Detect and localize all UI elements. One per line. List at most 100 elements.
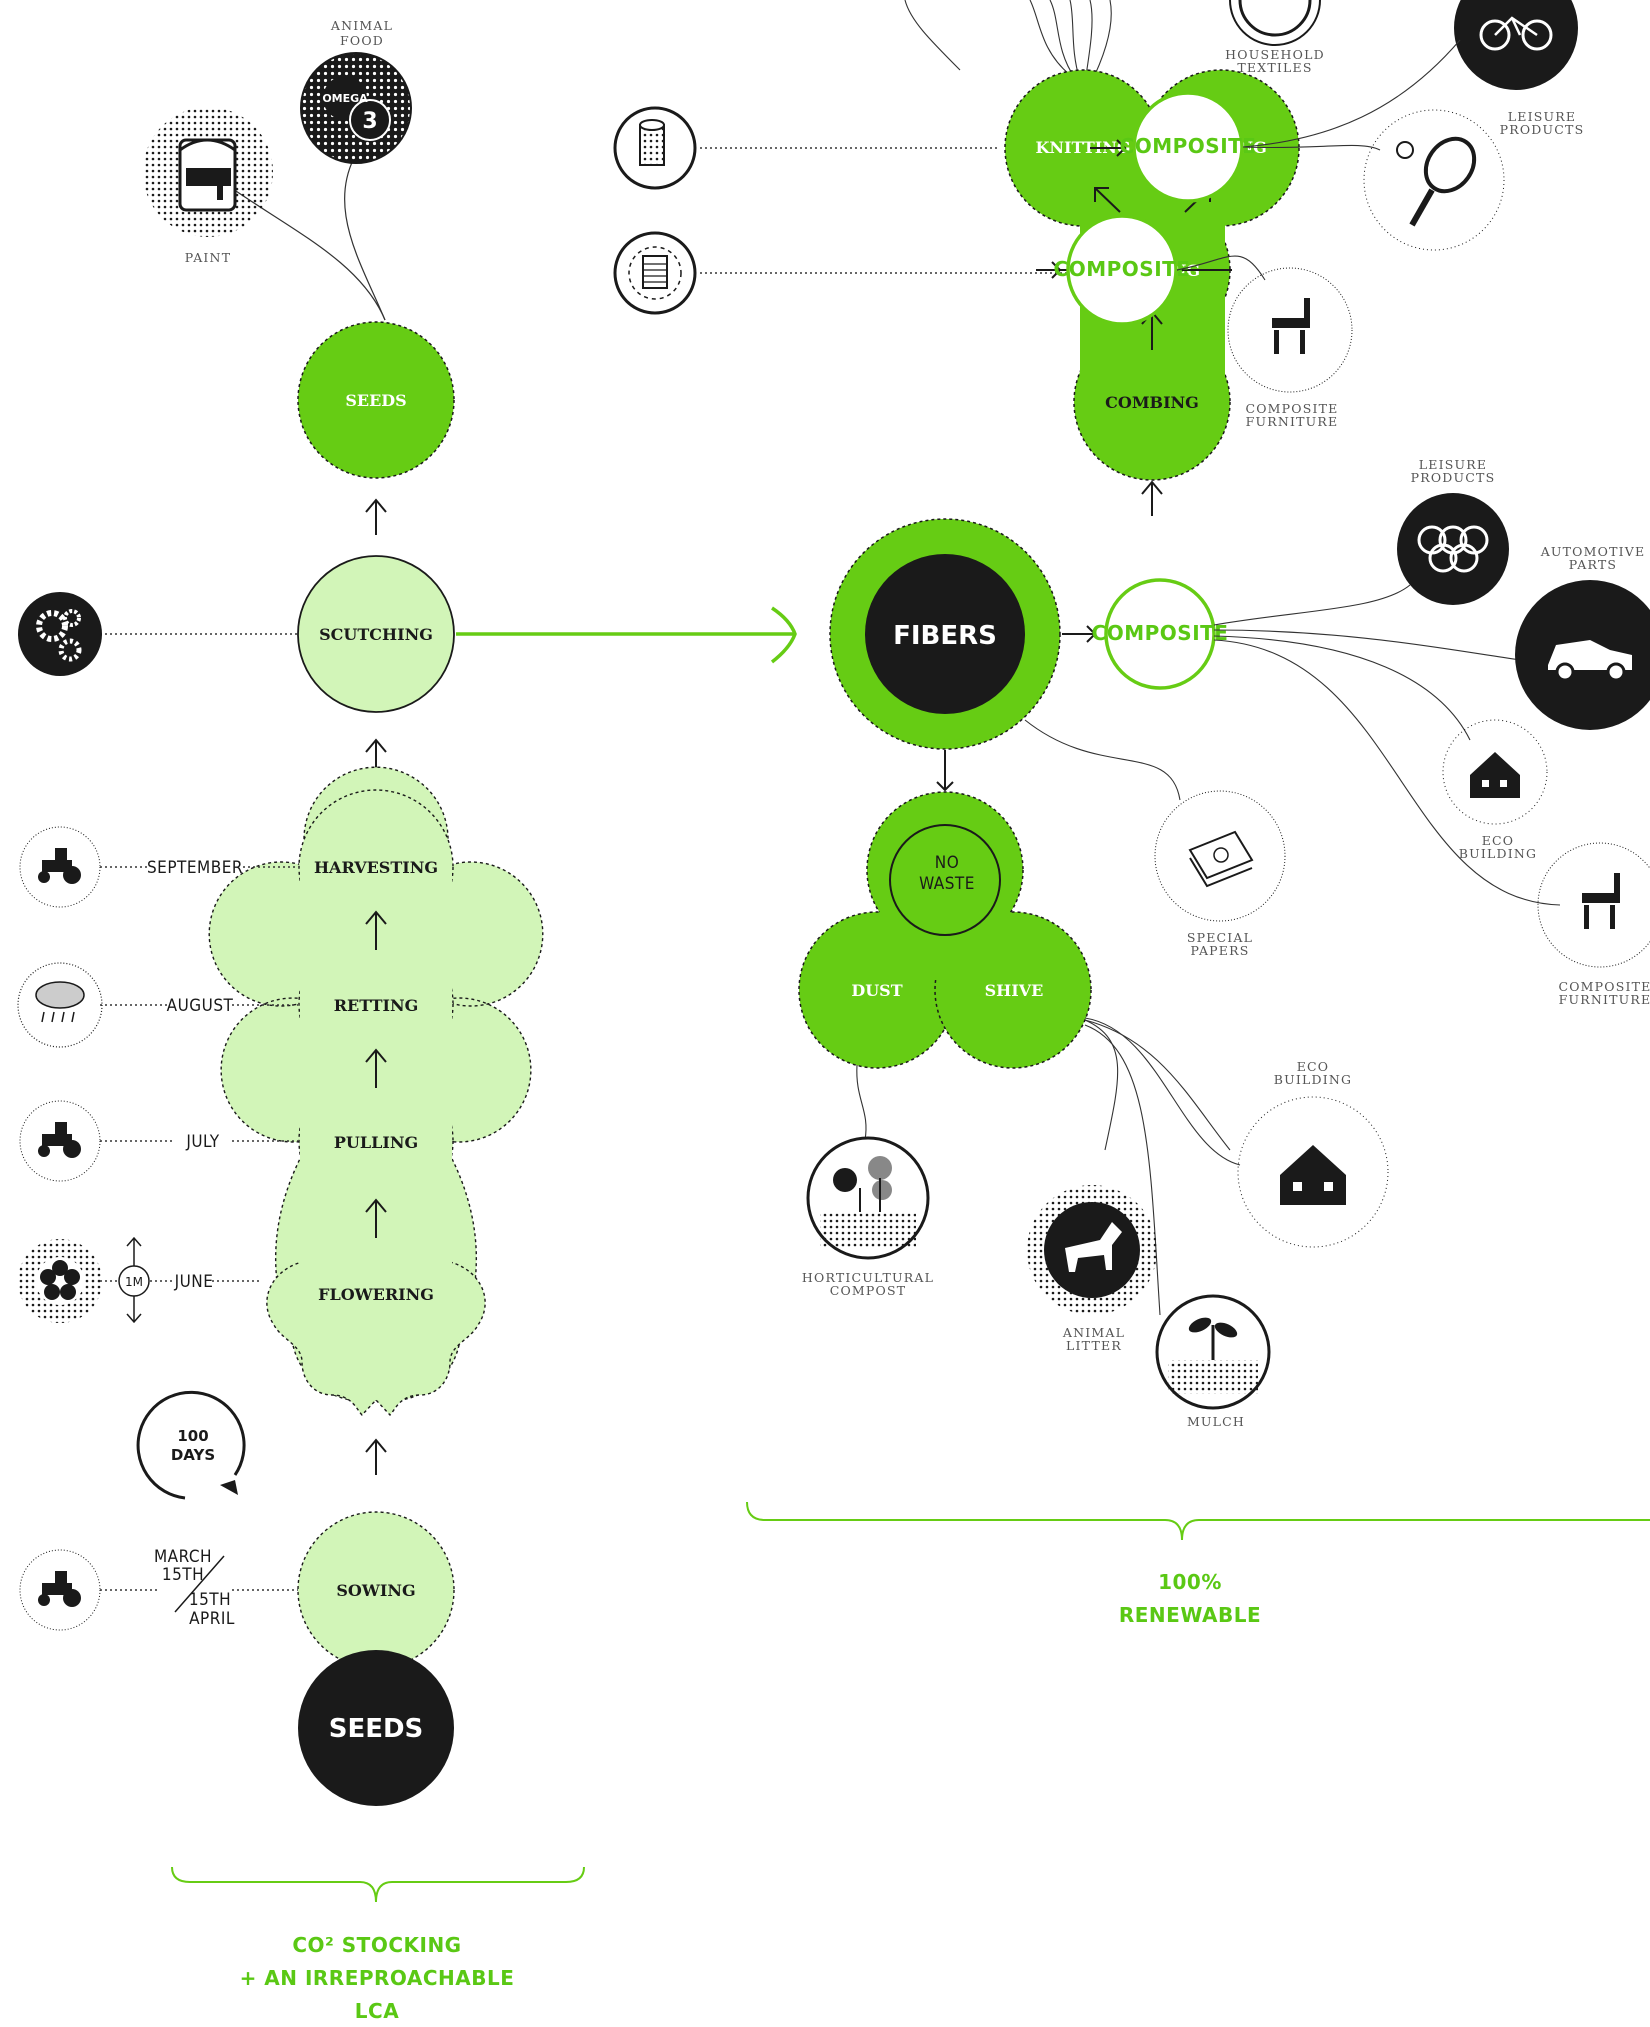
august-label: AUGUST — [167, 996, 234, 1016]
knitting-label: KNITTING — [1035, 138, 1130, 157]
special-papers-label-2: PAPERS — [1190, 943, 1249, 958]
seeds-to-food-line — [344, 139, 386, 321]
no-waste-node — [889, 824, 1001, 936]
paint-label: PAINT — [185, 250, 232, 265]
right-footer-line1: 100% — [1158, 1570, 1222, 1594]
left-footer-line1: CO² STOCKING — [292, 1933, 461, 1957]
scutching-label: SCUTCHING — [319, 625, 433, 644]
dust-label: DUST — [851, 981, 902, 1000]
composite-node-3 — [1104, 578, 1216, 690]
gears-icon — [18, 592, 102, 676]
fiber-uses-column: HOUSEHOLD TEXTILES LEISURE PRODUCTS COMP… — [613, 0, 1650, 1627]
special-papers-label-1: SPECIAL — [1187, 930, 1253, 945]
one-month-text: 1M — [125, 1275, 143, 1289]
sowing-label: SOWING — [336, 1581, 415, 1600]
chair-icon-top — [1227, 267, 1353, 393]
left-footer-line3: LCA — [355, 1999, 399, 2023]
june-label: JUNE — [174, 1272, 214, 1292]
paper-roll-icon — [613, 106, 697, 190]
paint-icon — [143, 107, 273, 237]
flowering-label: FLOWERING — [318, 1285, 434, 1304]
furniture-mid-label-1: COMPOSITE — [1558, 979, 1650, 994]
combing-label: COMBING — [1105, 393, 1199, 412]
olympic-rings-icon — [1397, 493, 1509, 605]
house-icon-mid — [1442, 719, 1548, 825]
banknotes-icon — [1154, 790, 1286, 922]
september-label: SEPTEMBER — [147, 858, 243, 878]
eco-low-label-1: ECO — [1297, 1059, 1330, 1074]
mulch-label: MULCH — [1187, 1414, 1245, 1429]
march-label: MARCH — [154, 1547, 212, 1567]
no-waste-label-1: NO — [935, 853, 959, 873]
omega-text: OMEGA — [322, 92, 368, 105]
right-footer-line2: RENEWABLE — [1119, 1603, 1261, 1627]
horticultural-label-2: COMPOST — [830, 1283, 907, 1298]
flower-compost-icon — [806, 1136, 930, 1260]
right-brace — [746, 1501, 1650, 1541]
harvesting-label: HARVESTING — [314, 858, 438, 877]
cycle-arrow-icon — [136, 1390, 246, 1500]
pulling-label: PULLING — [334, 1133, 418, 1152]
leisure-top-label-2: PRODUCTS — [1500, 122, 1585, 137]
crop-cycle-column: PAINT ANIMAL FOOD OMEGA 3 SEEDS SCUTCHIN… — [17, 18, 797, 2023]
eco-mid-label-2: BUILDING — [1459, 846, 1537, 861]
furniture-top-label-2: FURNITURE — [1246, 414, 1339, 429]
tractor-icon-september — [19, 826, 101, 908]
omega3-icon: OMEGA 3 — [300, 52, 412, 164]
growth-stack — [208, 766, 544, 1417]
horticultural-label-1: HORTICULTURAL — [802, 1270, 934, 1285]
furniture-mid-label-2: FURNITURE — [1559, 992, 1650, 1007]
march-day-label: 15TH — [162, 1565, 204, 1585]
seeds-top-node — [297, 321, 455, 479]
cycle-number: 100 — [177, 1427, 208, 1445]
scutching-node — [297, 555, 455, 713]
household-label-1: HOUSEHOLD — [1225, 47, 1325, 62]
shive-label: SHIVE — [985, 981, 1044, 1000]
household-textiles-icon — [1229, 0, 1321, 46]
textile-strands — [904, 0, 1112, 86]
eco-mid-label-1: ECO — [1482, 833, 1515, 848]
tractor-icon-july — [19, 1100, 101, 1182]
animal-food-label-1: ANIMAL — [330, 18, 393, 33]
tractor-icon-sowing — [19, 1549, 101, 1631]
animal-litter-label-1: ANIMAL — [1062, 1325, 1125, 1340]
left-brace — [171, 1866, 585, 1903]
house-icon-low — [1237, 1096, 1389, 1248]
household-label-2: TEXTILES — [1237, 60, 1312, 75]
composite-node-1 — [1132, 91, 1244, 203]
automotive-label-1: AUTOMOTIVE — [1540, 544, 1646, 559]
one-month-marker: 1M — [118, 1236, 150, 1324]
eco-low-label-2: BUILDING — [1274, 1072, 1352, 1087]
car-icon — [1515, 580, 1650, 730]
july-label: JULY — [185, 1132, 219, 1152]
rain-cloud-icon — [17, 962, 103, 1048]
thread-spool-icon — [613, 231, 697, 315]
month-connectors — [100, 866, 298, 1591]
left-footer-line2: + AN IRREPROACHABLE — [240, 1966, 515, 1990]
omega-number: 3 — [362, 109, 377, 134]
april-day-label: 15TH — [189, 1590, 231, 1610]
furniture-top-label-1: COMPOSITE — [1245, 401, 1338, 416]
automotive-label-2: PARTS — [1569, 557, 1617, 572]
fibers-node-inner — [865, 554, 1025, 714]
animal-litter-label-2: LITTER — [1066, 1338, 1122, 1353]
seedling-mulch-icon — [1155, 1294, 1271, 1410]
composite-label-1: COMPOSITE — [1120, 134, 1257, 158]
seeds-base-label: SEEDS — [329, 1714, 424, 1744]
horse-icon — [1027, 1185, 1157, 1315]
animal-food-label-2: FOOD — [340, 33, 384, 48]
fibers-label: FIBERS — [893, 621, 997, 651]
cycle-unit: DAYS — [171, 1446, 215, 1464]
composite-label-2: COMPOSITE — [1054, 257, 1191, 281]
composite-3-strands — [1024, 584, 1561, 906]
chair-icon-mid — [1537, 842, 1650, 968]
bicycle-icon — [1454, 0, 1578, 90]
flower-icon-june — [18, 1239, 102, 1323]
no-waste-label-2: WASTE — [919, 874, 975, 894]
composite-node-2 — [1066, 214, 1178, 326]
seeds-top-label: SEEDS — [345, 391, 406, 410]
leisure-mid-label-1: LEISURE — [1419, 457, 1487, 472]
april-label: APRIL — [189, 1609, 235, 1629]
leisure-top-label-1: LEISURE — [1508, 109, 1576, 124]
